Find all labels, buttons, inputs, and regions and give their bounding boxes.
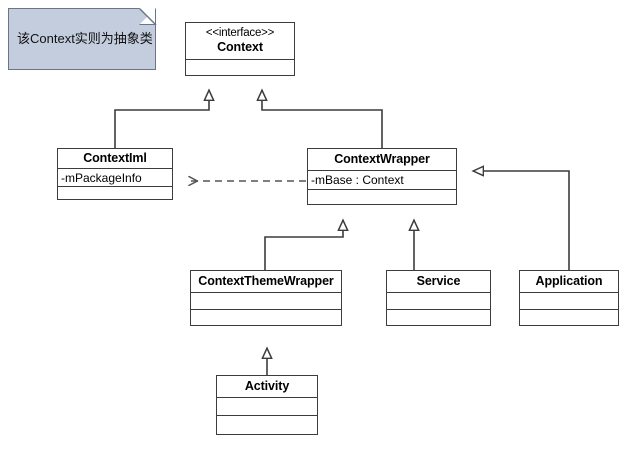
note-context-abstract: 该Context实则为抽象类 — [8, 8, 157, 70]
class-title-contextiml: ContextIml — [58, 149, 172, 168]
class-operations-service — [387, 309, 490, 325]
class-operations-contextwrapper — [308, 189, 456, 204]
class-name-contextthemewrapper: ContextThemeWrapper — [198, 273, 334, 288]
class-box-contextthemewrapper[interactable]: ContextThemeWrapper — [190, 270, 342, 326]
class-operations-application — [520, 309, 618, 325]
edge-contextiml-to-context — [114, 90, 209, 148]
note-shape — [8, 8, 156, 70]
class-operations-activity — [217, 415, 317, 434]
class-box-contextiml[interactable]: ContextIml -mPackageInfo — [57, 148, 173, 200]
class-title-context: <<interface>> Context — [186, 23, 294, 59]
edge-contextwrapper-to-context — [262, 90, 383, 148]
class-attributes-activity — [217, 397, 317, 415]
class-box-activity[interactable]: Activity — [216, 375, 318, 435]
class-attributes-context — [186, 59, 294, 75]
class-stereotype-context: <<interface>> — [205, 26, 275, 39]
class-box-context[interactable]: <<interface>> Context — [185, 22, 295, 76]
class-name-activity: Activity — [244, 378, 290, 393]
class-attributes-application — [520, 292, 618, 309]
class-attribute-contextiml-mpackageinfo: -mPackageInfo — [58, 168, 172, 186]
class-box-contextwrapper[interactable]: ContextWrapper -mBase : Context — [307, 148, 457, 205]
class-attributes-contextthemewrapper — [191, 292, 341, 309]
class-operations-contextthemewrapper — [191, 309, 341, 325]
class-title-activity: Activity — [217, 376, 317, 397]
note-text: 该Context实则为抽象类 — [17, 31, 153, 46]
class-attribute-contextwrapper-mbase: -mBase : Context — [308, 170, 456, 189]
class-attributes-service — [387, 292, 490, 309]
class-box-application[interactable]: Application — [519, 270, 619, 326]
class-name-contextiml: ContextIml — [83, 150, 147, 165]
class-title-application: Application — [520, 271, 618, 292]
class-box-service[interactable]: Service — [386, 270, 491, 326]
class-name-contextwrapper: ContextWrapper — [334, 151, 430, 166]
class-name-context: Context — [217, 39, 263, 54]
class-operations-contextiml — [58, 186, 172, 199]
edge-application-to-contextwrapper — [473, 171, 570, 270]
class-name-service: Service — [416, 273, 461, 288]
edge-contextthemewrapper-to-contextwrapper — [264, 220, 343, 270]
class-title-contextthemewrapper: ContextThemeWrapper — [191, 271, 341, 292]
class-title-service: Service — [387, 271, 490, 292]
class-title-contextwrapper: ContextWrapper — [308, 149, 456, 170]
class-name-application: Application — [535, 273, 603, 288]
